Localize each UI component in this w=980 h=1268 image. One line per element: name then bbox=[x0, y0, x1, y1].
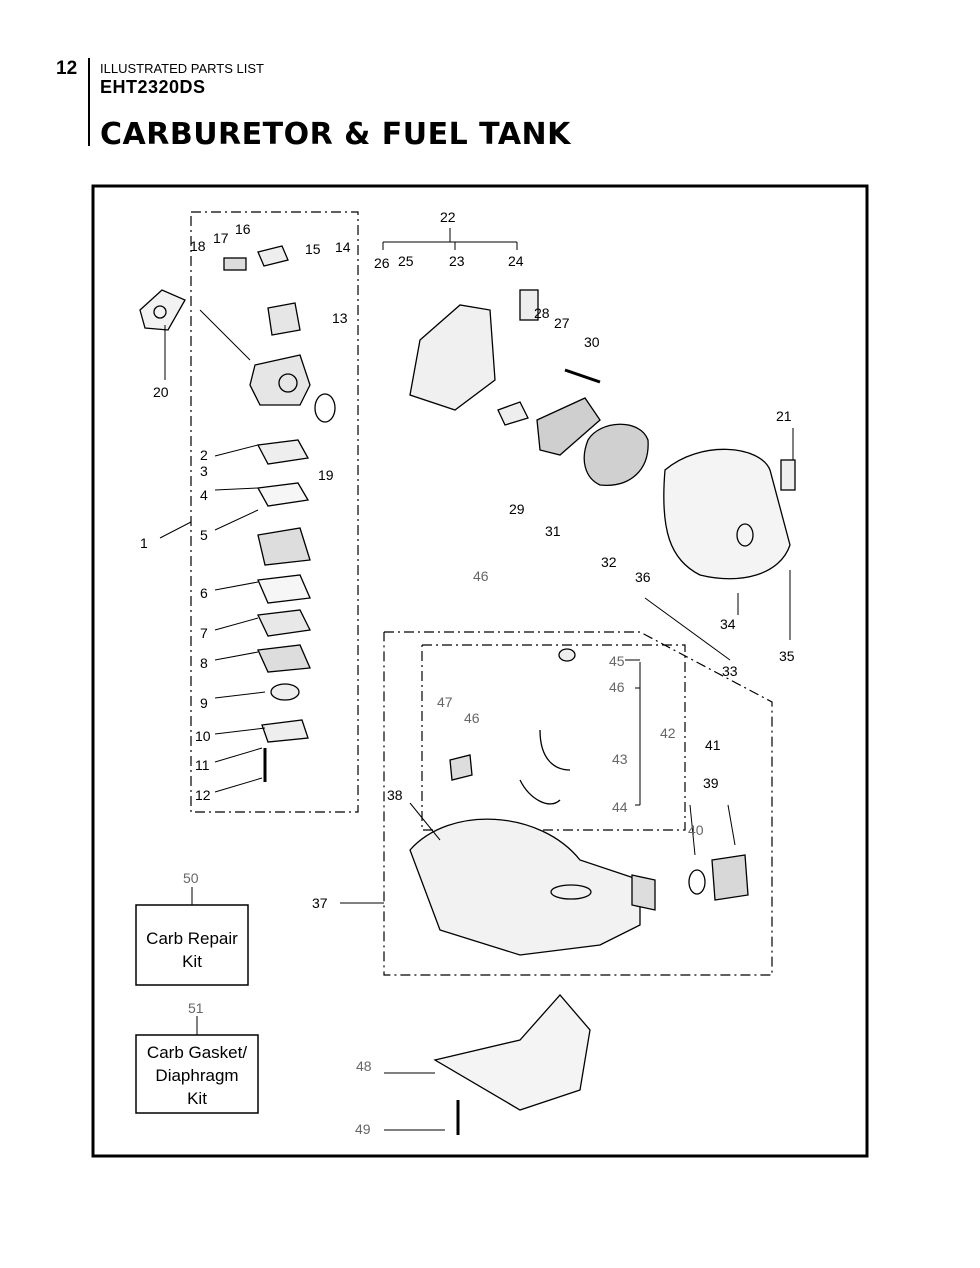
callout-25: 25 bbox=[398, 253, 414, 269]
callout-29: 29 bbox=[509, 501, 525, 517]
callout-21: 21 bbox=[776, 408, 792, 424]
carb-repair-kit-line1: Carb Repair bbox=[146, 929, 238, 948]
callout-48: 48 bbox=[356, 1058, 372, 1074]
model-number: EHT2320DS bbox=[100, 77, 206, 97]
callout-17: 17 bbox=[213, 230, 229, 246]
callout-51: 51 bbox=[188, 1000, 204, 1016]
callout-32: 32 bbox=[601, 554, 617, 570]
callout-43: 43 bbox=[612, 751, 628, 767]
page-number: 12 bbox=[56, 58, 78, 79]
carb-gasket-kit-line3: Kit bbox=[187, 1089, 207, 1108]
fuel-line-group-box bbox=[421, 644, 686, 831]
carb-repair-kit-line2: Kit bbox=[182, 952, 202, 971]
kit-boxes bbox=[135, 887, 259, 1114]
callout-50: 50 bbox=[183, 870, 199, 886]
callout-46a: 46 bbox=[609, 679, 625, 695]
callout-27: 27 bbox=[554, 315, 570, 331]
callout-37: 37 bbox=[312, 895, 328, 911]
fuel-tank-parts bbox=[409, 648, 749, 1135]
callout-6: 6 bbox=[200, 585, 208, 601]
callout-49: 49 bbox=[355, 1121, 371, 1137]
callout-38: 38 bbox=[387, 787, 403, 803]
callout-36: 36 bbox=[635, 569, 651, 585]
callout-39: 39 bbox=[703, 775, 719, 791]
leader-lines bbox=[159, 228, 794, 1131]
carb-gasket-kit-line2: Diaphragm bbox=[155, 1066, 238, 1085]
callout-7: 7 bbox=[200, 625, 208, 641]
callout-14: 14 bbox=[335, 239, 351, 255]
callout-45: 45 bbox=[609, 653, 625, 669]
callout-41: 41 bbox=[705, 737, 721, 753]
callout-40: 40 bbox=[688, 822, 704, 838]
callout-13: 13 bbox=[332, 310, 348, 326]
callout-46b: 46 bbox=[473, 568, 489, 584]
callout-15: 15 bbox=[305, 241, 321, 257]
carburetor-parts bbox=[139, 245, 336, 782]
callout-28: 28 bbox=[534, 305, 550, 321]
callout-2: 2 bbox=[200, 447, 208, 463]
carb-group-box bbox=[190, 211, 359, 813]
callout-42: 42 bbox=[660, 725, 676, 741]
callout-5: 5 bbox=[200, 527, 208, 543]
callout-47: 47 bbox=[437, 694, 453, 710]
carb-gasket-kit-box bbox=[135, 1034, 259, 1114]
callout-3: 3 bbox=[200, 463, 208, 479]
air-filter-parts bbox=[409, 289, 796, 580]
callout-11: 11 bbox=[195, 757, 210, 773]
header-divider bbox=[88, 58, 90, 146]
callout-35: 35 bbox=[779, 648, 795, 664]
callout-44: 44 bbox=[612, 799, 628, 815]
callout-1: 1 bbox=[140, 535, 148, 551]
callout-10: 10 bbox=[195, 728, 211, 744]
section-label: ILLUSTRATED PARTS LIST bbox=[100, 61, 264, 76]
callout-23: 23 bbox=[449, 253, 465, 269]
diagram-frame bbox=[91, 184, 869, 1158]
callout-12: 12 bbox=[195, 787, 211, 803]
callout-22: 22 bbox=[440, 209, 456, 225]
kit-labels: Carb Repair Kit Carb Gasket/ Diaphragm K… bbox=[146, 929, 247, 1108]
page-title: CARBURETOR & FUEL TANK bbox=[100, 117, 571, 152]
callout-34: 34 bbox=[720, 616, 736, 632]
callout-16: 16 bbox=[235, 221, 251, 237]
callout-31: 31 bbox=[545, 523, 561, 539]
callout-20: 20 bbox=[153, 384, 169, 400]
callout-26: 26 bbox=[374, 255, 390, 271]
callout-46c: 46 bbox=[464, 710, 480, 726]
callout-18: 18 bbox=[190, 238, 206, 254]
callout-labels: 1 2 3 4 5 6 7 8 9 10 11 12 13 14 15 16 1… bbox=[140, 209, 795, 1137]
callout-8: 8 bbox=[200, 655, 208, 671]
callout-24: 24 bbox=[508, 253, 524, 269]
callout-4: 4 bbox=[200, 487, 208, 503]
callout-33: 33 bbox=[722, 663, 738, 679]
tank-group-box bbox=[383, 631, 773, 976]
carb-gasket-kit-line1: Carb Gasket/ bbox=[147, 1043, 247, 1062]
callout-30: 30 bbox=[584, 334, 600, 350]
callout-9: 9 bbox=[200, 695, 208, 711]
callout-19: 19 bbox=[318, 467, 334, 483]
